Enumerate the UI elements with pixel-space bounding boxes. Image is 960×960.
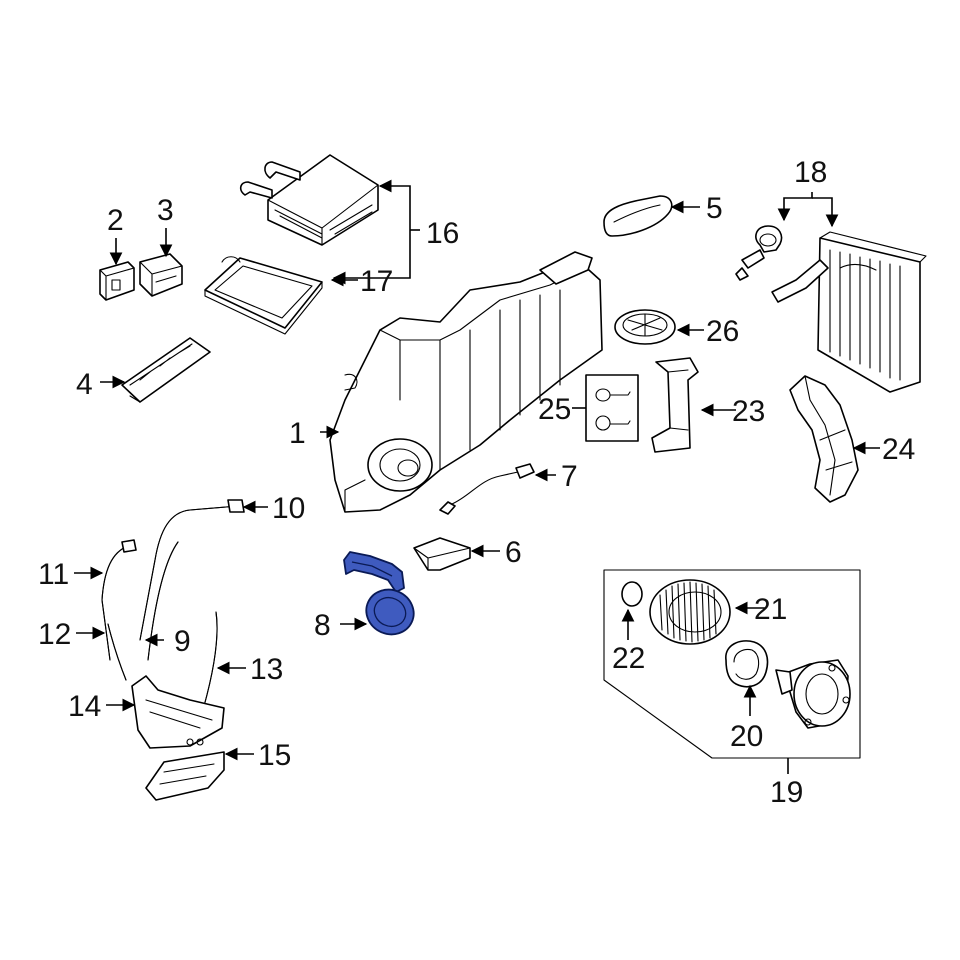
callout-20: 20 [730, 720, 763, 753]
part-10-tube[interactable] [139, 499, 245, 641]
part-20-gasket[interactable] [725, 640, 769, 688]
callout-24: 24 [882, 433, 915, 466]
callout-23: 23 [732, 395, 765, 428]
part-12-tube[interactable] [107, 623, 127, 681]
callout-25: 25 [538, 393, 571, 426]
blower-motor[interactable] [775, 659, 851, 729]
part-19-blower-kit [603, 569, 861, 759]
part-2-module[interactable] [99, 261, 135, 301]
part-17-seal[interactable] [204, 256, 323, 335]
leader-lines [74, 179, 880, 774]
callout-13: 13 [250, 653, 283, 686]
callout-10: 10 [272, 492, 305, 525]
part-14-bracket[interactable] [131, 675, 225, 749]
part-26-filter[interactable] [614, 309, 676, 345]
part-21-blower-wheel[interactable] [649, 579, 731, 645]
callout-9: 9 [174, 625, 191, 658]
callout-1: 1 [289, 417, 306, 450]
part-1-hvac-case[interactable] [329, 251, 603, 513]
callout-18: 18 [794, 156, 827, 189]
callout-5: 5 [706, 192, 723, 225]
part-24-duct[interactable] [789, 375, 859, 503]
part-16-heater-core[interactable] [239, 154, 379, 246]
callout-21: 21 [754, 593, 787, 626]
part-3-module[interactable] [139, 253, 183, 297]
callout-15: 15 [258, 739, 291, 772]
callout-6: 6 [505, 536, 522, 569]
callout-19: 19 [770, 776, 803, 809]
callout-8: 8 [314, 609, 331, 642]
callout-labels: 1 2 3 4 5 6 7 8 9 10 11 12 13 14 15 16 1… [38, 156, 915, 809]
callout-2: 2 [107, 204, 124, 237]
callout-3: 3 [157, 194, 174, 227]
part-25-fasteners[interactable] [585, 374, 639, 442]
part-6-bracket[interactable] [413, 537, 471, 571]
callout-12: 12 [38, 618, 71, 651]
callout-14: 14 [68, 690, 101, 723]
callout-26: 26 [706, 315, 739, 348]
part-11-tube[interactable] [101, 539, 137, 661]
callout-4: 4 [76, 368, 93, 401]
callout-7: 7 [561, 460, 578, 493]
part-23-duct[interactable] [651, 357, 699, 453]
part-22-oring[interactable] [621, 581, 643, 607]
part-18-evaporator[interactable] [735, 225, 927, 393]
callout-11: 11 [38, 558, 69, 591]
callout-16: 16 [426, 217, 459, 250]
callout-17: 17 [360, 265, 393, 298]
part-8-drain-seal[interactable] [343, 551, 421, 642]
part-4-duct[interactable] [121, 337, 211, 403]
callout-22: 22 [612, 642, 645, 675]
part-15-shield[interactable] [145, 751, 225, 801]
part-7-sensor[interactable] [439, 463, 535, 515]
part-5-grille[interactable] [603, 195, 673, 237]
